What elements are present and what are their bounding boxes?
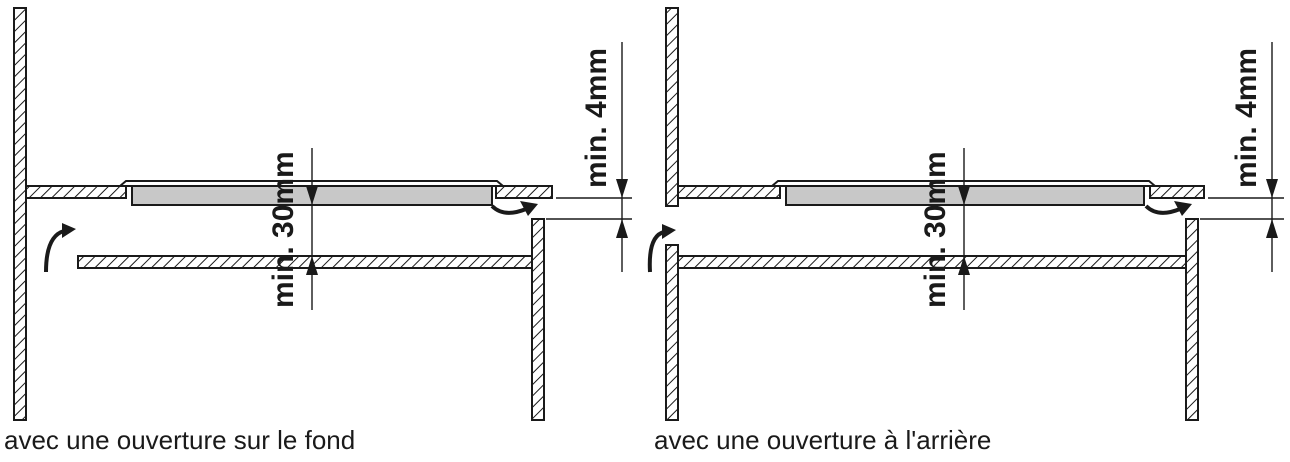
worktop-left: [677, 185, 781, 199]
cabinet-side: [1185, 218, 1199, 421]
clearance-label: min. 4mm: [580, 48, 613, 188]
dimension-30mm: [306, 148, 318, 310]
airflow-out-arrow: [490, 201, 538, 216]
dimension-4mm: [546, 42, 632, 272]
airflow-in-arrow: [647, 224, 676, 273]
rear-wall-upper: [665, 7, 679, 207]
worktop-right: [1149, 185, 1205, 199]
cabinet-side: [531, 218, 545, 421]
airflow-out-arrow: [1144, 201, 1192, 216]
dimension-30mm: [958, 148, 970, 310]
airflow-in-arrow: [44, 223, 76, 273]
gap-label: min. 30mm: [267, 151, 300, 308]
panel-rear-opening: min. 30mm min. 4mm: [647, 7, 1284, 421]
worktop-right: [495, 185, 553, 199]
dimension-4mm: [1200, 42, 1284, 272]
clearance-label: min. 4mm: [1230, 48, 1263, 188]
worktop-left: [25, 185, 127, 199]
rear-wall-lower: [665, 244, 679, 421]
gap-label: min. 30mm: [919, 151, 952, 308]
left-wall: [13, 7, 27, 421]
caption-bottom-opening: avec une ouverture sur le fond: [4, 425, 356, 455]
caption-rear-opening: avec une ouverture à l'arrière: [654, 425, 992, 455]
panel-bottom-opening: min. 30mm min. 4mm: [13, 7, 632, 421]
intermediate-shelf: [77, 255, 533, 269]
